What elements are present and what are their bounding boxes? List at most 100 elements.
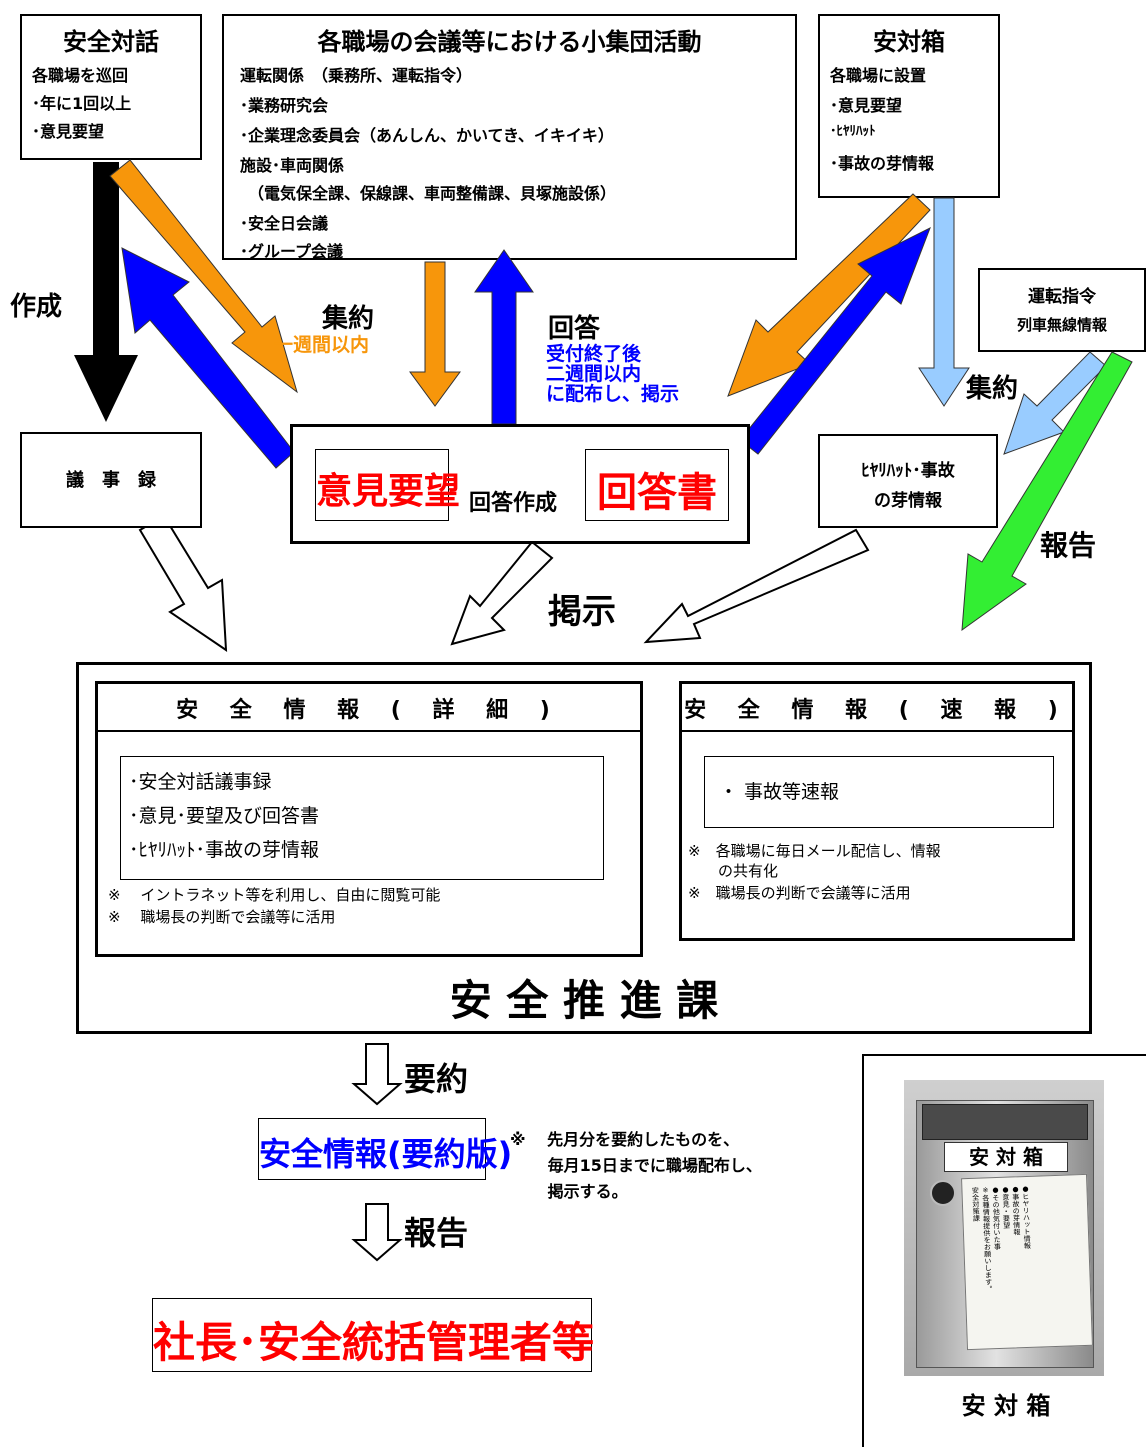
detail-item: ･安全対話議事録: [129, 771, 272, 793]
antai-box-line: ･意見要望: [830, 96, 903, 115]
label-within-week: 一週間以内: [274, 334, 370, 356]
blue-arrow-center: [474, 249, 534, 425]
final-recipient-box: 社長･安全統括管理者等: [152, 1298, 595, 1372]
quick-note: ※ 職場長の判断で会議等に活用: [688, 884, 911, 902]
antai-box-line: ･事故の芽情報: [830, 154, 935, 173]
card-text: ●ヒヤリハット情報 ●事故の芽情報 ●意見・要望 ●その他気付いた事 ※各種情報…: [970, 1185, 1035, 1337]
opinion-answer-box: 意見要望 回答作成 回答書: [290, 424, 750, 544]
summary-note: ※ 先月分を要約したものを、: [510, 1130, 740, 1149]
blue-arrow-right: [739, 226, 931, 455]
summary-version-text: 安全情報(要約版): [259, 1135, 513, 1173]
card-line: 安全対策課: [971, 1186, 981, 1222]
card-line: ●ヒヤリハット情報: [1021, 1184, 1032, 1250]
hollow-arrow-left: [138, 514, 228, 652]
summary-version-box: 安全情報(要約版): [258, 1118, 513, 1180]
hollow-arrow-report: [351, 1203, 403, 1262]
quick-divider: [682, 730, 1072, 732]
label-kaito-note: に配布し、掲示: [546, 383, 680, 405]
small-group-line: ･企業理念委員会（あんしん、かいてき、イキイキ）: [240, 126, 614, 145]
hollow-arrow-summarize: [351, 1043, 403, 1106]
detail-item: ･ﾋﾔﾘﾊｯﾄ･事故の芽情報: [129, 839, 320, 861]
safety-dialogue-line: ･年に1回以上: [32, 94, 132, 113]
dispatch-line2: 列車無線情報: [1016, 316, 1107, 334]
safety-info-detail: 安 全 情 報 ( 詳 細 ) ･安全対話議事録 ･意見･要望及び回答書 ･ﾋﾔ…: [95, 681, 643, 957]
label-kaito-note: 受付終了後: [546, 343, 642, 365]
small-group-title: 各職場の会議等における小集団活動: [317, 28, 702, 56]
lightblue-arrow-down: [918, 197, 970, 407]
mailbox-card: ●ヒヤリハット情報 ●事故の芽情報 ●意見・要望 ●その他気付いた事 ※各種情報…: [961, 1173, 1093, 1351]
orange-arrow-right: [727, 193, 931, 397]
hollow-arrow-right: [643, 528, 870, 644]
card-line: ●その他気付いた事: [991, 1185, 1002, 1251]
near-miss-line2: の芽情報: [874, 491, 942, 511]
safety-dialogue-box: 安全対話 各職場を巡回 ･年に1回以上 ･意見要望: [20, 14, 202, 160]
orange-arrow-center: [409, 261, 461, 407]
mailbox-sign: 安 対 箱: [944, 1142, 1068, 1172]
create-arrow: [74, 162, 138, 422]
green-arrow: [961, 351, 1133, 632]
label-sakusei: 作成: [10, 292, 63, 322]
opinion-request: 意見要望: [315, 449, 461, 521]
near-miss-box: ﾋﾔﾘﾊｯﾄ･事故 の芽情報: [818, 434, 998, 528]
small-group-line: ･安全日会議: [240, 214, 329, 233]
train-dispatch-box: 運転指令 列車無線情報: [978, 268, 1146, 352]
lock-icon: [930, 1180, 956, 1206]
antai-box-panel: 安対箱 各職場に設置 ･意見要望 ･ﾋﾔﾘﾊｯﾄ ･事故の芽情報: [818, 14, 1000, 198]
report-label: 報告: [404, 1214, 469, 1252]
safety-info-quick: 安 全 情 報 ( 速 報 ) ・ 事故等速報 ※ 各職場に毎日メール配信し、情…: [679, 681, 1075, 941]
answer-document-text: 回答書: [597, 470, 717, 516]
small-group-line: 運転関係 （乗務所、運転指令）: [240, 66, 473, 85]
label-keiji: 掲示: [548, 592, 616, 632]
photo-caption: 安 対 箱: [961, 1392, 1051, 1420]
quick-title: 安 全 情 報 ( 速 報 ): [684, 698, 1070, 723]
minutes-label: 議 事 録: [66, 470, 156, 491]
dispatch-line1: 運転指令: [1028, 287, 1096, 307]
detail-item: ･意見･要望及び回答書: [129, 805, 320, 827]
final-recipient-text: 社長･安全統括管理者等: [153, 1318, 595, 1367]
quick-note: ※ 各職場に毎日メール配信し、情報: [688, 842, 941, 860]
safety-promotion-dept: 安 全 情 報 ( 詳 細 ) ･安全対話議事録 ･意見･要望及び回答書 ･ﾋﾔ…: [76, 662, 1092, 1034]
label-hokoku-right: 報告: [1040, 529, 1097, 562]
small-group-line: ･業務研究会: [240, 96, 329, 115]
card-line: ●意見・要望: [1001, 1185, 1011, 1229]
small-group-activity-box: 各職場の会議等における小集団活動 運転関係 （乗務所、運転指令） ･業務研究会 …: [222, 14, 797, 261]
label-kaito-note: 二週間以内: [546, 363, 642, 385]
card-line: ●事故の芽情報: [1011, 1185, 1022, 1236]
opinion-request-text: 意見要望: [316, 471, 461, 512]
detail-divider: [98, 730, 640, 732]
safety-dialogue-title: 安全対話: [63, 28, 159, 56]
antai-box-title: 安対箱: [873, 28, 945, 56]
safety-dept-name: 安 全 推 進 課: [449, 976, 719, 1025]
small-group-line: （電気保全課、保線課、車両整備課、貝塚施設係）: [240, 184, 617, 203]
answer-creation-label: 回答作成: [469, 491, 558, 516]
safety-dialogue-line: 各職場を巡回: [32, 66, 129, 85]
lightblue-arrow-diag: [1003, 351, 1107, 455]
small-group-line: ･グループ会議: [240, 242, 344, 261]
minutes-box: 議 事 録: [20, 432, 202, 528]
summary-note: 掲示する。: [510, 1182, 628, 1201]
quick-items-box: ・ 事故等速報: [704, 756, 1054, 828]
summarize-label: 要約: [404, 1060, 469, 1098]
quick-note: の共有化: [688, 862, 779, 880]
orange-arrow-left: [109, 159, 298, 394]
answer-document: 回答書: [585, 449, 729, 521]
blue-arrow-left: [121, 247, 295, 469]
hollow-arrow-center: [450, 540, 554, 646]
near-miss-line1: ﾋﾔﾘﾊｯﾄ･事故: [861, 461, 955, 481]
small-group-line: 施設･車両関係: [240, 156, 345, 175]
summary-note: 毎月15日までに職場配布し、: [510, 1156, 762, 1175]
photo-panel: 安 対 箱 ●ヒヤリハット情報 ●事故の芽情報 ●意見・要望 ●その他気付いた事…: [862, 1054, 1146, 1447]
antai-box-line: 各職場に設置: [830, 66, 927, 85]
detail-note: ※ イントラネット等を利用し、自由に閲覧可能: [108, 886, 441, 904]
antai-box-line: ･ﾋﾔﾘﾊｯﾄ: [830, 124, 876, 139]
detail-note: ※ 職場長の判断で会議等に活用: [108, 908, 336, 926]
detail-items-box: ･安全対話議事録 ･意見･要望及び回答書 ･ﾋﾔﾘﾊｯﾄ･事故の芽情報: [120, 756, 604, 880]
detail-title: 安 全 情 報 ( 詳 細 ): [176, 698, 562, 723]
quick-item: ・ 事故等速報: [719, 781, 840, 803]
label-shuyaku-right: 集約: [966, 374, 1019, 404]
label-kaito: 回答: [548, 314, 601, 344]
antai-box-photo: 安 対 箱 ●ヒヤリハット情報 ●事故の芽情報 ●意見・要望 ●その他気付いた事…: [904, 1080, 1104, 1376]
label-shuyaku-left: 集約: [322, 304, 375, 334]
mailbox-slot: [922, 1104, 1088, 1140]
